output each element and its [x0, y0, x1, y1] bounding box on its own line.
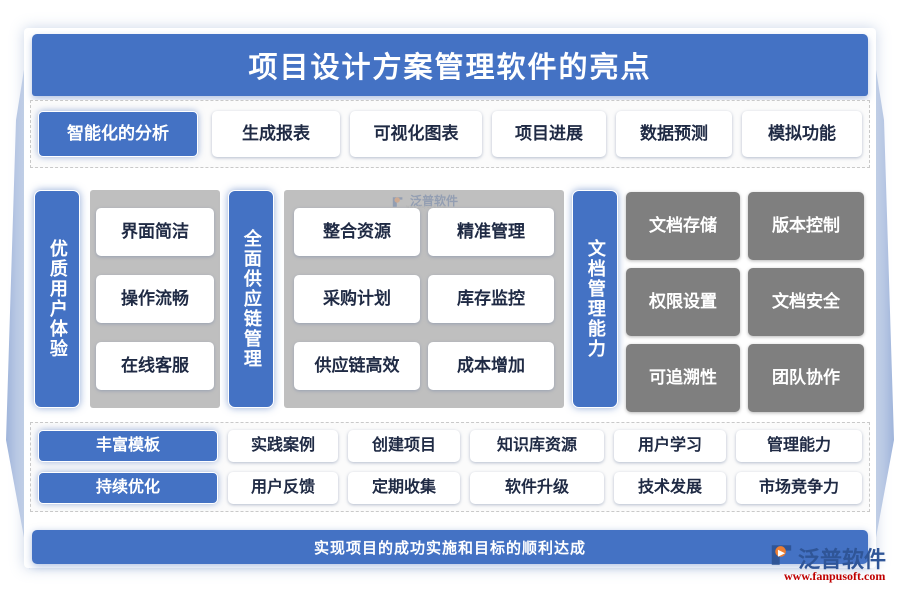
row-bottom-0-item-1[interactable]: 创建项目 [348, 430, 460, 462]
group-label-2[interactable]: 文档管理能力 [572, 190, 618, 408]
group-2-item-5[interactable]: 团队协作 [748, 344, 864, 412]
group-label-1[interactable]: 全面供应链管理 [228, 190, 274, 408]
row-bottom-1-item-0[interactable]: 用户反馈 [228, 472, 338, 504]
group-2-item-0[interactable]: 文档存储 [626, 192, 740, 260]
group-1-item-5[interactable]: 成本增加 [428, 342, 554, 390]
row-bottom-0-item-4[interactable]: 管理能力 [736, 430, 862, 462]
footer-banner: 实现项目的成功实施和目标的顺利达成 [32, 530, 868, 564]
row1-item-1[interactable]: 可视化图表 [350, 111, 482, 157]
row-bottom-1-item-1[interactable]: 定期收集 [348, 472, 460, 504]
group-2-item-1[interactable]: 版本控制 [748, 192, 864, 260]
page-title: 项目设计方案管理软件的亮点 [32, 34, 868, 96]
group-1-item-2[interactable]: 采购计划 [294, 275, 420, 323]
group-2-item-3[interactable]: 文档安全 [748, 268, 864, 336]
brand-url: www.fanpusoft.com [784, 569, 886, 583]
row-bottom-1-highlight[interactable]: 持续优化 [38, 472, 218, 504]
row-bottom-0-item-3[interactable]: 用户学习 [614, 430, 726, 462]
group-1-item-4[interactable]: 供应链高效 [294, 342, 420, 390]
row-bottom-0-item-0[interactable]: 实践案例 [228, 430, 338, 462]
group-0-item-0[interactable]: 界面简洁 [96, 208, 214, 256]
row1-item-3[interactable]: 数据预测 [616, 111, 732, 157]
row-bottom-1-item-3[interactable]: 技术发展 [614, 472, 726, 504]
row1-item-4[interactable]: 模拟功能 [742, 111, 862, 157]
row-bottom-0-highlight[interactable]: 丰富模板 [38, 430, 218, 462]
group-0-item-2[interactable]: 在线客服 [96, 342, 214, 390]
group-1-item-1[interactable]: 精准管理 [428, 208, 554, 256]
group-2-item-2[interactable]: 权限设置 [626, 268, 740, 336]
group-2-item-4[interactable]: 可追溯性 [626, 344, 740, 412]
group-0-item-1[interactable]: 操作流畅 [96, 275, 214, 323]
row1-highlight[interactable]: 智能化的分析 [38, 111, 198, 157]
group-1-item-0[interactable]: 整合资源 [294, 208, 420, 256]
row-bottom-1-item-2[interactable]: 软件升级 [470, 472, 604, 504]
group-1-item-3[interactable]: 库存监控 [428, 275, 554, 323]
row1-item-0[interactable]: 生成报表 [212, 111, 340, 157]
row-bottom-1-item-4[interactable]: 市场竞争力 [736, 472, 862, 504]
row1-item-2[interactable]: 项目进展 [492, 111, 606, 157]
row-bottom-0-item-2[interactable]: 知识库资源 [470, 430, 604, 462]
group-label-0[interactable]: 优质用户体验 [34, 190, 80, 408]
